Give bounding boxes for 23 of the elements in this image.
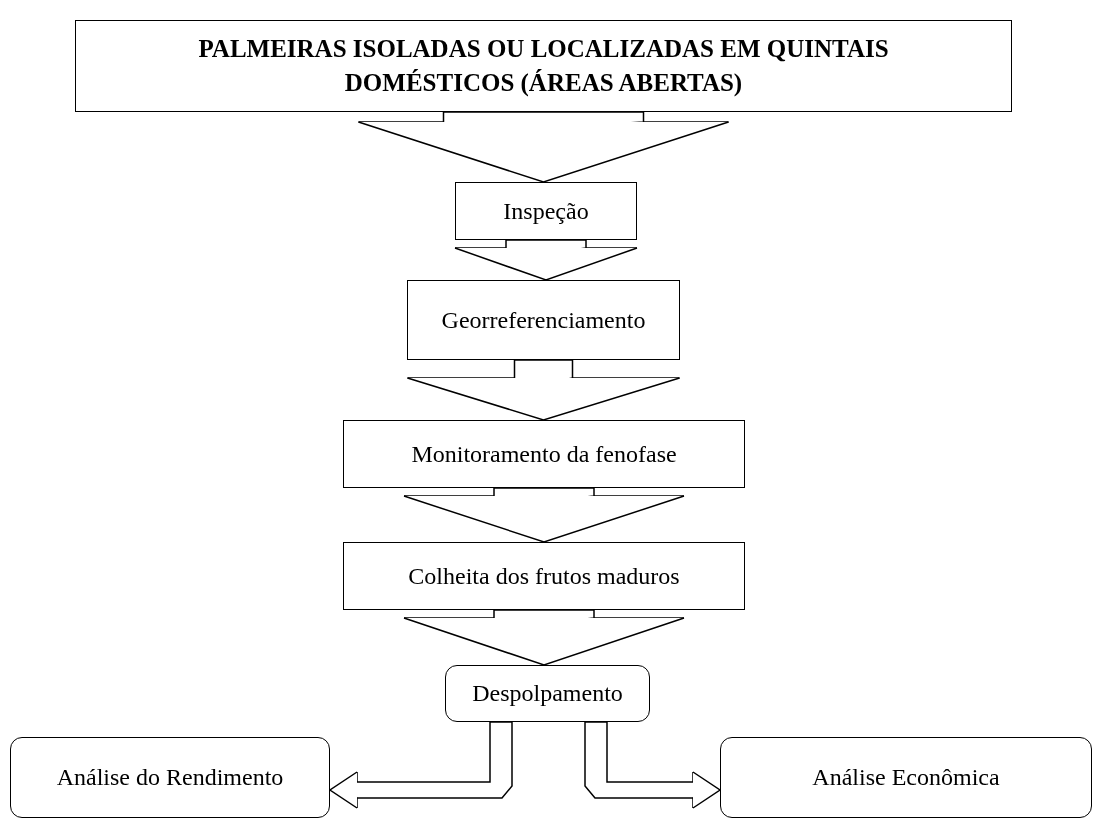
process-box: [75, 20, 1012, 112]
block-arrow: [357, 111, 730, 183]
step-label: Colheita dos frutos maduros: [408, 562, 680, 590]
rounded-box: [10, 737, 330, 818]
block-arrow: [406, 359, 681, 421]
step-label: Inspeção: [503, 197, 589, 225]
process-box: [455, 182, 637, 240]
step-label: Despolpamento: [472, 680, 623, 707]
rounded-box: [720, 737, 1092, 818]
process-box: [343, 420, 745, 488]
block-arrow: [584, 721, 721, 809]
step-label: PALMEIRAS ISOLADAS OU LOCALIZADAS EM QUINTAIS DOMÉSTICOS (ÁREAS ABERTAS): [197, 34, 890, 99]
step-label: Monitoramento da fenofase: [411, 440, 677, 468]
process-box: [407, 280, 680, 360]
rounded-box: [445, 665, 650, 722]
process-box: [343, 542, 745, 610]
block-arrow: [403, 609, 685, 666]
step-label: Análise Econômica: [812, 764, 1000, 791]
block-arrow: [403, 487, 685, 543]
block-arrow: [454, 239, 638, 281]
step-label: Análise do Rendimento: [56, 764, 284, 791]
block-arrow: [329, 721, 513, 809]
step-label: Georreferenciamento: [441, 306, 646, 334]
